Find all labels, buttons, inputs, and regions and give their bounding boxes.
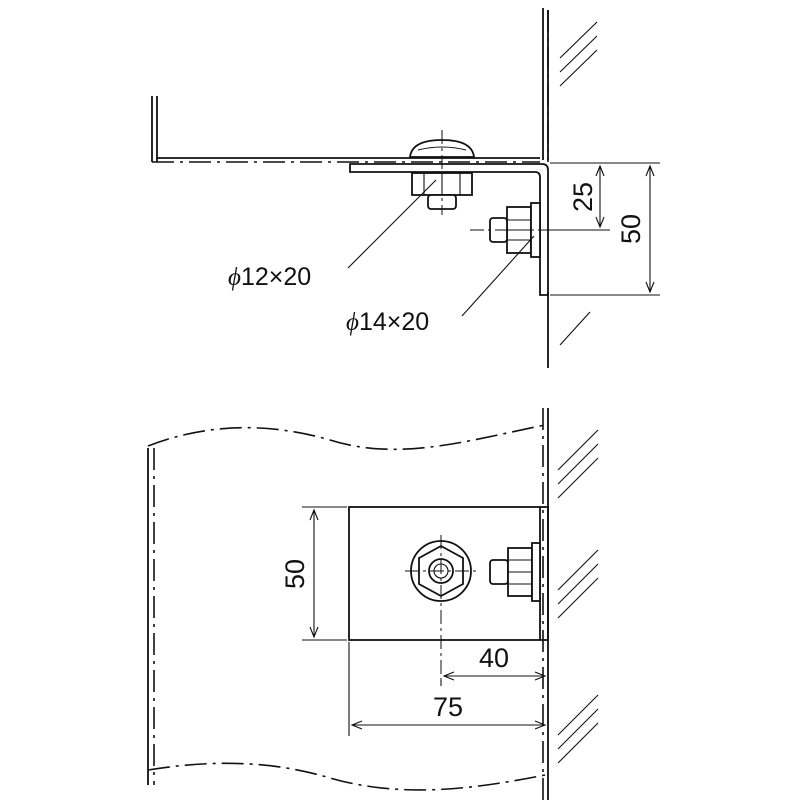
l-bracket-side xyxy=(349,163,549,296)
anchor-callout: ϕ14×20 xyxy=(346,308,429,336)
phi-symbol: ϕ xyxy=(346,309,359,336)
dimension-75: 75 xyxy=(348,642,547,736)
anchor-size-label: 14×20 xyxy=(359,308,429,336)
hex-nut-icon xyxy=(405,535,478,680)
anchor-bolt-icon xyxy=(489,542,541,602)
front-view: 50 40 75 xyxy=(147,408,599,800)
phi-symbol: ϕ xyxy=(228,264,241,291)
anchor-leader-line xyxy=(461,235,535,317)
panel-outline xyxy=(147,424,546,791)
dim-40-label: 40 xyxy=(479,643,509,673)
dim-50-front-label: 50 xyxy=(280,559,310,589)
dimension-25: 25 xyxy=(540,162,612,231)
dimension-40: 40 xyxy=(440,643,547,686)
dimension-50-front: 50 xyxy=(280,506,347,641)
side-view: ϕ12×20 ϕ14×20 25 50 xyxy=(151,8,660,368)
bolt-size-label: 12×20 xyxy=(241,263,311,291)
bolt-leader-line xyxy=(347,179,437,269)
dim-75-label: 75 xyxy=(433,692,463,722)
wall-hatch-icon xyxy=(559,21,598,346)
dim-25-label: 25 xyxy=(568,182,598,212)
dim-50-side-label: 50 xyxy=(616,214,646,244)
wall-hatch-icon xyxy=(557,429,599,764)
bolt-callout: ϕ12×20 xyxy=(228,263,311,291)
wall-panel xyxy=(542,8,598,368)
anchor-bolt-icon xyxy=(470,202,580,258)
dimension-50-side: 50 xyxy=(550,162,660,296)
horizontal-panel xyxy=(151,96,540,163)
wall-panel-front xyxy=(542,408,599,800)
